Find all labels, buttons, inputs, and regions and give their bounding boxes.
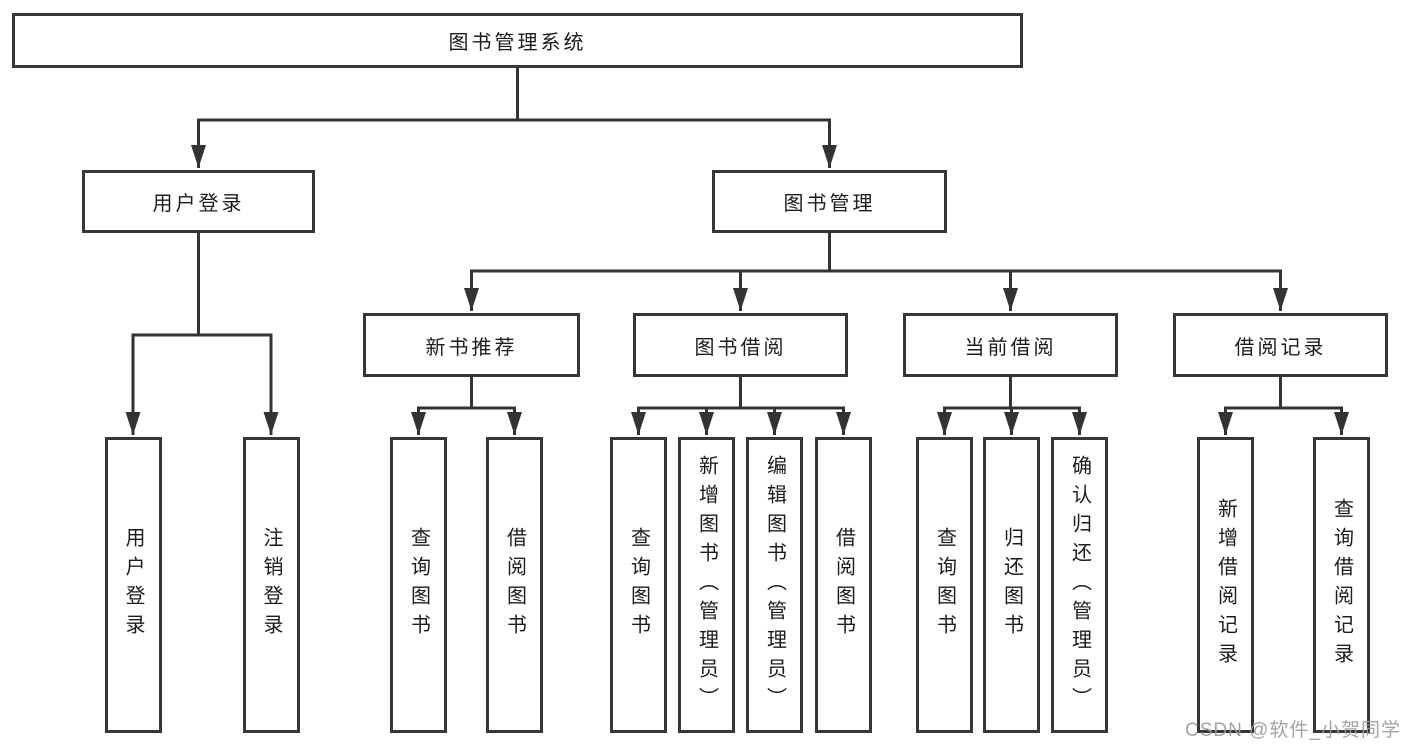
leaf-recommend-query-book-label: 查询图书 <box>407 527 430 643</box>
leaf-record-query: 查询借阅记录 <box>1313 437 1370 733</box>
leaf-record-add: 新增借阅记录 <box>1197 437 1254 733</box>
leaf-recommend-query-book: 查询图书 <box>390 437 447 733</box>
leaf-borrow-edit-book-admin: 编辑图书（管理员） <box>746 437 803 733</box>
node-borrow-record-label: 借阅记录 <box>1234 336 1327 359</box>
leaf-current-query-book-label: 查询图书 <box>933 527 956 643</box>
node-current-borrow-label: 当前借阅 <box>964 336 1057 359</box>
leaf-user-login-label: 用户登录 <box>122 527 144 643</box>
node-user-login-label: 用户登录 <box>152 193 245 215</box>
leaf-record-add-label: 新增借阅记录 <box>1214 498 1237 672</box>
leaf-borrow-query-book-label: 查询图书 <box>627 527 650 643</box>
leaf-current-confirm-return-admin: 确认归还（管理员） <box>1051 437 1108 733</box>
leaf-current-query-book: 查询图书 <box>916 437 973 733</box>
node-book-borrow-label: 图书借阅 <box>694 336 787 359</box>
leaf-borrow-add-book-admin-label: 新增图书（管理员） <box>695 454 718 716</box>
node-new-book-recommend-label: 新书推荐 <box>425 336 518 359</box>
node-current-borrow: 当前借阅 <box>903 313 1118 377</box>
leaf-user-login: 用户登录 <box>104 437 162 733</box>
leaf-borrow-query-book: 查询图书 <box>610 437 667 733</box>
node-root: 图书管理系统 <box>12 13 1023 68</box>
leaf-recommend-borrow-book: 借阅图书 <box>486 437 543 733</box>
leaf-borrow-borrow-book-label: 借阅图书 <box>832 527 855 643</box>
node-book-management: 图书管理 <box>712 170 947 233</box>
leaf-borrow-borrow-book: 借阅图书 <box>815 437 872 733</box>
node-user-login: 用户登录 <box>82 170 315 233</box>
leaf-logout: 注销登录 <box>242 437 300 733</box>
leaf-recommend-borrow-book-label: 借阅图书 <box>503 527 526 643</box>
leaf-record-query-label: 查询借阅记录 <box>1330 498 1353 672</box>
leaf-current-return-book-label: 归还图书 <box>1000 527 1023 643</box>
node-borrow-record: 借阅记录 <box>1173 313 1388 377</box>
watermark: CSDN @软件_小贺同学 <box>1185 720 1401 741</box>
node-book-management-label: 图书管理 <box>783 193 876 215</box>
leaf-current-return-book: 归还图书 <box>983 437 1040 733</box>
leaf-current-confirm-return-admin-label: 确认归还（管理员） <box>1068 454 1091 716</box>
node-new-book-recommend: 新书推荐 <box>363 313 580 377</box>
node-book-borrow: 图书借阅 <box>633 313 848 377</box>
node-root-label: 图书管理系统 <box>448 32 587 54</box>
leaf-borrow-add-book-admin: 新增图书（管理员） <box>678 437 735 733</box>
leaf-logout-label: 注销登录 <box>260 527 282 643</box>
leaf-borrow-edit-book-admin-label: 编辑图书（管理员） <box>763 454 786 716</box>
